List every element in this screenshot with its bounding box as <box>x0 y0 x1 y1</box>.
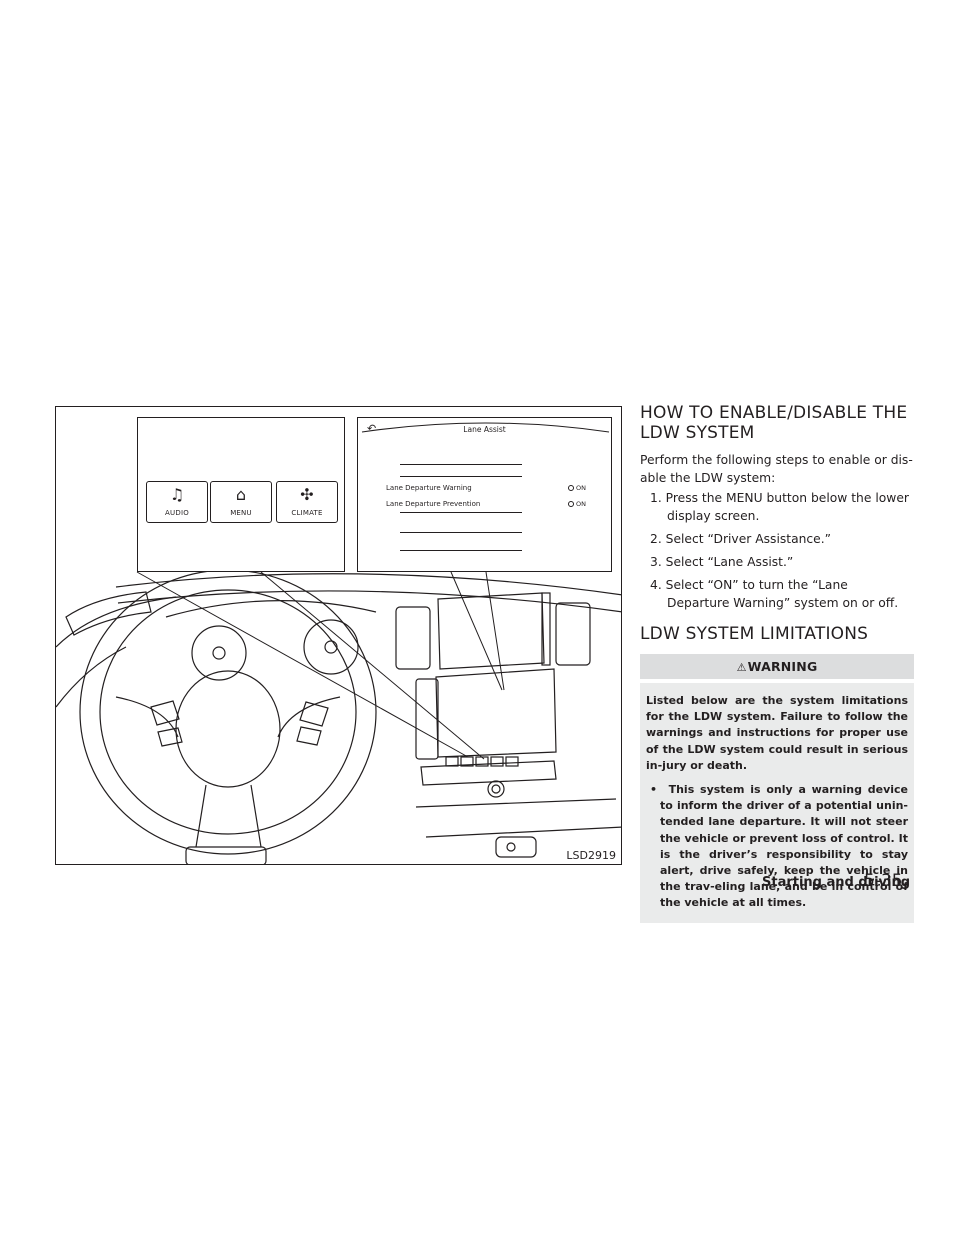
lane-departure-warning-toggle: ON <box>568 484 586 492</box>
climate-hardkey: ✣ CLIMATE <box>276 481 338 523</box>
list-divider <box>400 464 522 465</box>
screen-pointer <box>450 571 505 691</box>
dashboard-illustration: ♫ AUDIO ⌂ MENU ✣ CLIMATE ↶ Lane Assist L… <box>55 406 622 865</box>
upper-display <box>437 592 545 670</box>
warning-header: ⚠WARNING <box>640 654 914 679</box>
back-arrow-icon: ↶ <box>367 422 377 435</box>
fan-icon: ✣ <box>300 485 314 504</box>
lane-departure-prevention-label: Lane Departure Prevention <box>386 500 481 508</box>
warning-box: Listed below are the system limitations … <box>640 683 914 923</box>
lane-assist-screen-inset: ↶ Lane Assist Lane Departure Warning ON … <box>357 417 612 572</box>
hardkeys-inset: ♫ AUDIO ⌂ MENU ✣ CLIMATE <box>137 417 345 572</box>
speedometer <box>191 625 247 681</box>
volume-knob <box>487 780 505 798</box>
warning-icon: ⚠ <box>736 661 747 674</box>
list-divider <box>400 476 522 477</box>
steering-wheel-inner <box>99 589 357 835</box>
tachometer <box>303 619 359 675</box>
list-divider <box>400 532 522 533</box>
step-4: 4. Select “ON” to turn the “Lane Departu… <box>650 578 899 610</box>
text-column: HOW TO ENABLE/DISABLE THE LDW SYSTEM Per… <box>640 403 914 923</box>
step-2: 2. Select “Driver Assistance.” <box>650 532 832 546</box>
lane-departure-prevention-toggle: ON <box>568 500 586 508</box>
lane-assist-title: Lane Assist <box>463 425 506 434</box>
warning-bullet: • This system is only a warning device t… <box>650 783 908 910</box>
list-divider <box>400 550 522 551</box>
center-vent-right <box>555 602 591 666</box>
menu-pointer <box>136 571 485 760</box>
screen-header-curve <box>361 422 610 433</box>
menu-hardkey: ⌂ MENU <box>210 481 272 523</box>
dash-top-line <box>115 573 621 596</box>
intro-paragraph: Perform the following steps to enable or… <box>640 453 913 485</box>
warning-text: Listed below are the system limitations … <box>646 694 908 772</box>
lane-departure-warning-row: Lane Departure Warning ON <box>386 484 586 492</box>
steering-hub <box>175 670 281 788</box>
limitations-heading: LDW SYSTEM LIMITATIONS <box>640 624 869 644</box>
home-icon: ⌂ <box>235 485 247 504</box>
enable-disable-heading: HOW TO ENABLE/DISABLE THE LDW SYSTEM <box>640 403 908 443</box>
lane-departure-warning-label: Lane Departure Warning <box>386 484 472 492</box>
figure-code: LSD2919 <box>565 849 617 862</box>
step-1: 1. Press the MENU button below the lower… <box>650 491 909 523</box>
lane-departure-prevention-row: Lane Departure Prevention ON <box>386 500 586 508</box>
center-vent-left <box>395 606 431 670</box>
climate-key <box>490 756 504 767</box>
step-3: 3. Select “Lane Assist.” <box>650 555 794 569</box>
climate-hardkey-label: CLIMATE <box>291 509 323 517</box>
music-note-icon: ♫ <box>169 485 185 504</box>
menu-hardkey-label: MENU <box>230 509 252 517</box>
list-divider <box>400 512 522 513</box>
steering-wheel-outer <box>79 569 377 855</box>
audio-hardkey: ♫ AUDIO <box>146 481 208 523</box>
page-number: 5-35 <box>864 871 903 891</box>
audio-hardkey-label: AUDIO <box>165 509 189 517</box>
warning-bullet-text: This system is only a warning device to … <box>660 783 908 910</box>
dashboard-drawing <box>56 569 621 864</box>
left-vent <box>65 591 152 636</box>
warning-title: WARNING <box>747 659 818 674</box>
lower-display <box>435 668 557 758</box>
footer-section-title: Starting and driving <box>762 875 911 890</box>
